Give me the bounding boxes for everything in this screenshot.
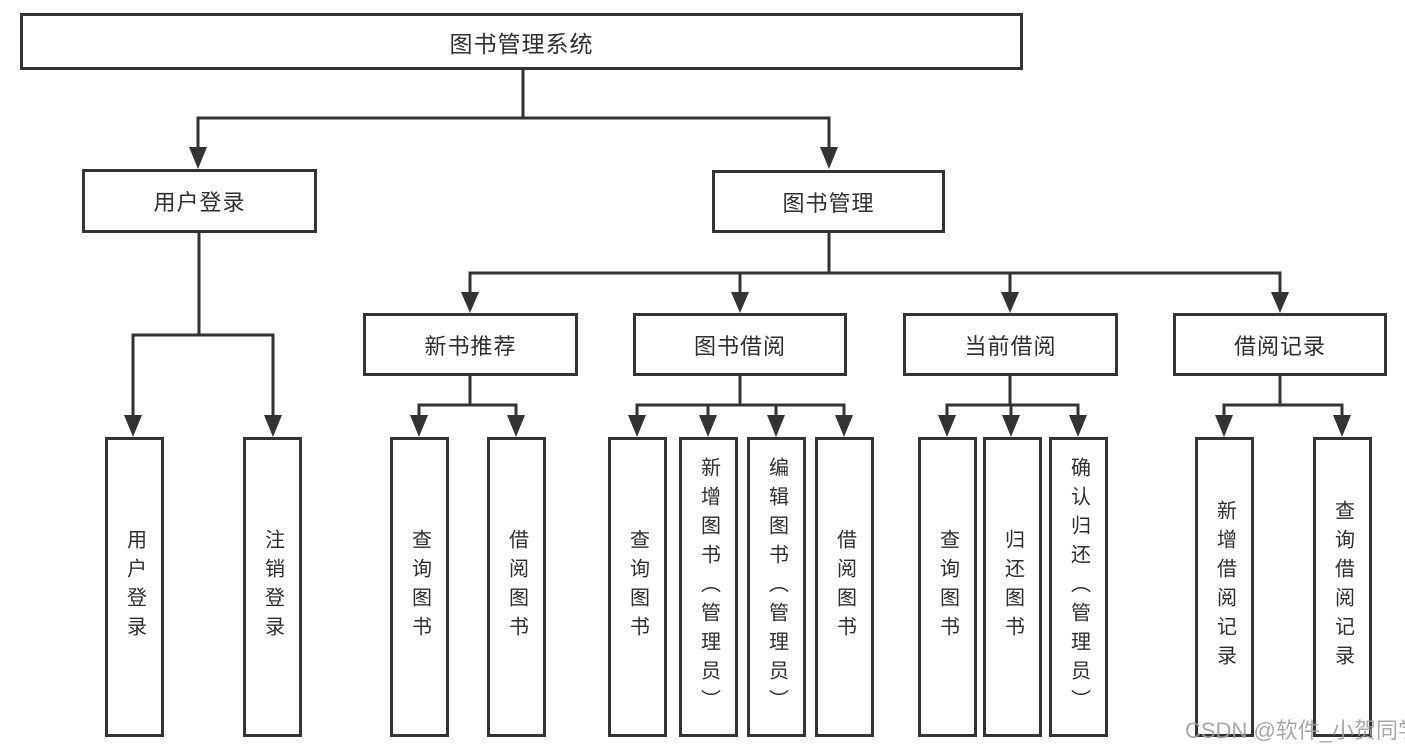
node-user-login: 用户登录 [82,169,317,233]
csdn-watermark: CSDN @软件_小贺同学 [1185,718,1405,743]
connector-book-borrow-rail [635,403,846,417]
leaf-borrow-books: 借阅图书 [815,437,874,737]
connector-new-book-rail [417,403,518,417]
leaf-return-books: 归还图书 [983,437,1042,737]
leaf-query-books-current: 查询图书 [918,437,977,737]
node-book-borrowing: 图书借阅 [633,313,847,376]
leaf-query-books-borrow: 查询图书 [608,437,667,737]
leaf-borrow-books-newbook: 借阅图书 [487,437,546,737]
connector-level1-rail [196,116,831,150]
leaf-edit-books-admin: 编辑图书（管理员） [747,437,806,737]
connector-user-login-rail [131,333,275,417]
leaf-query-borrow-record: 查询借阅记录 [1313,437,1372,737]
node-library-management-system: 图书管理系统 [20,13,1023,70]
arrowheads [124,147,1351,437]
node-new-book-recommend: 新书推荐 [363,313,578,376]
leaf-add-borrow-record: 新增借阅记录 [1195,437,1254,737]
node-current-borrowing: 当前借阅 [903,313,1118,376]
leaf-confirm-return-admin: 确认归还（管理员） [1049,437,1108,737]
node-borrow-records: 借阅记录 [1173,313,1387,376]
connector-level2-rail [468,271,1282,294]
node-book-management: 图书管理 [712,170,945,233]
connector-borrow-records-rail [1222,403,1344,417]
leaf-logout: 注销登录 [243,437,302,737]
leaf-add-books-admin: 新增图书（管理员） [679,437,738,737]
leaf-user-login: 用户登录 [105,437,164,737]
leaf-query-books-newbook: 查询图书 [390,437,449,737]
